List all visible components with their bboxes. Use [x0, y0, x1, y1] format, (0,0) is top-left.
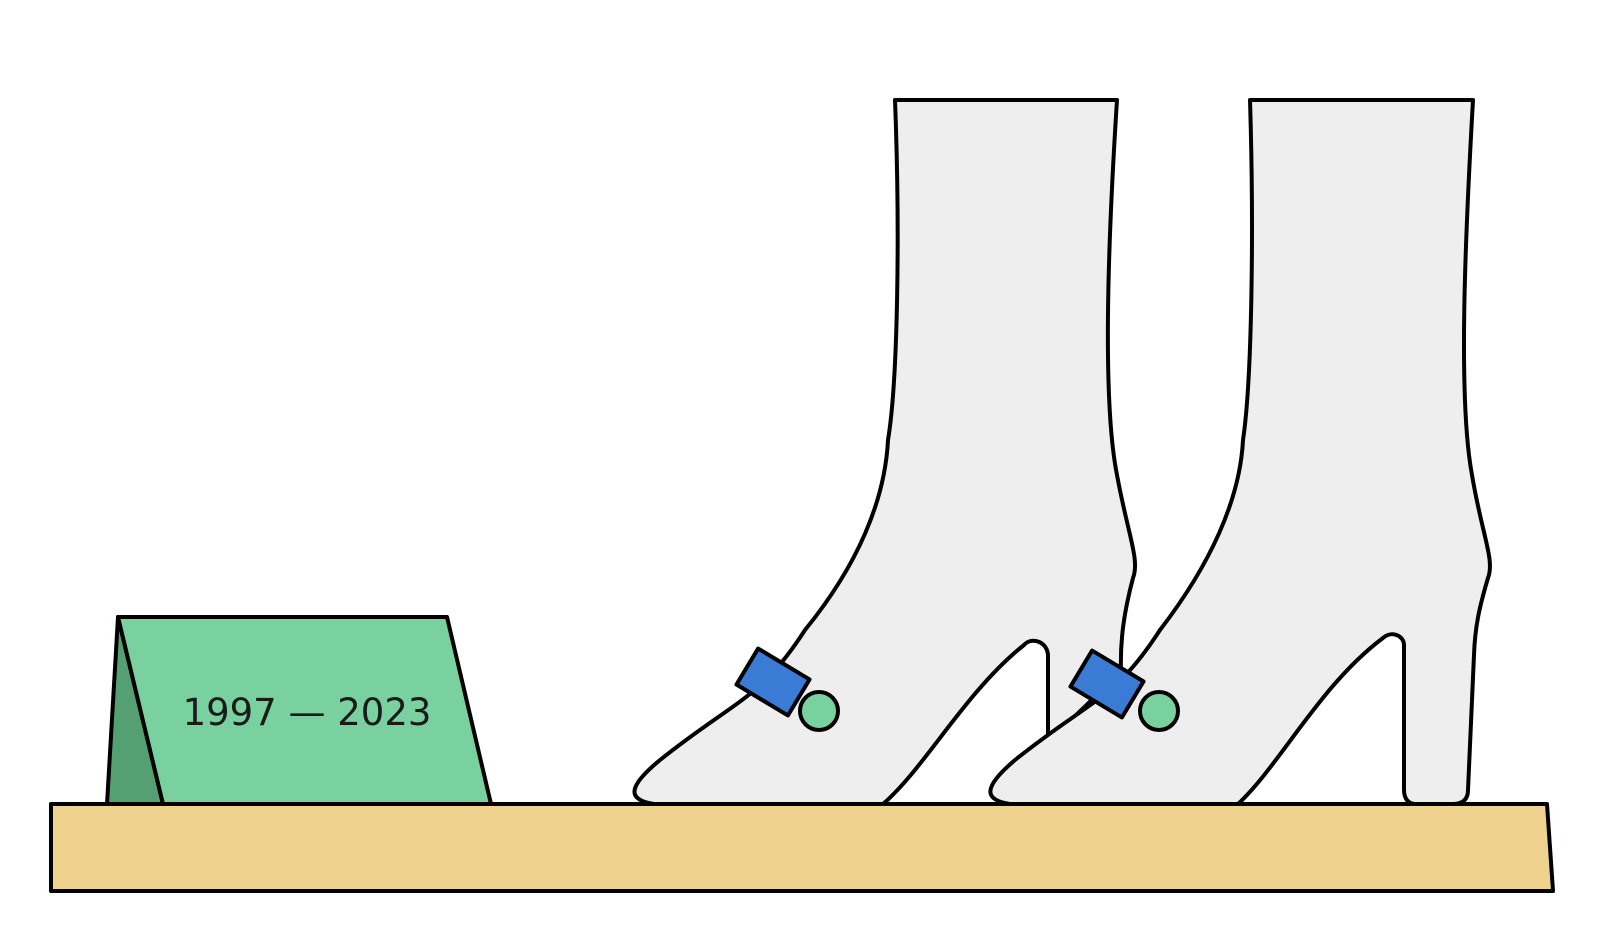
boot-left-body: [632, 98, 1138, 806]
boot-right-body: [988, 98, 1492, 806]
placard-date-range: 1997 — 2023: [183, 691, 432, 734]
boot-left-button: [798, 690, 840, 732]
date-placard: 1997 — 2023: [105, 615, 493, 806]
boot-right-button: [1138, 690, 1180, 732]
boot-right: [988, 98, 1492, 806]
boot-left: [632, 98, 1138, 806]
boot-right-strap: [1068, 648, 1146, 720]
display-shelf: [49, 802, 1555, 893]
boot-left-strap: [734, 646, 812, 718]
